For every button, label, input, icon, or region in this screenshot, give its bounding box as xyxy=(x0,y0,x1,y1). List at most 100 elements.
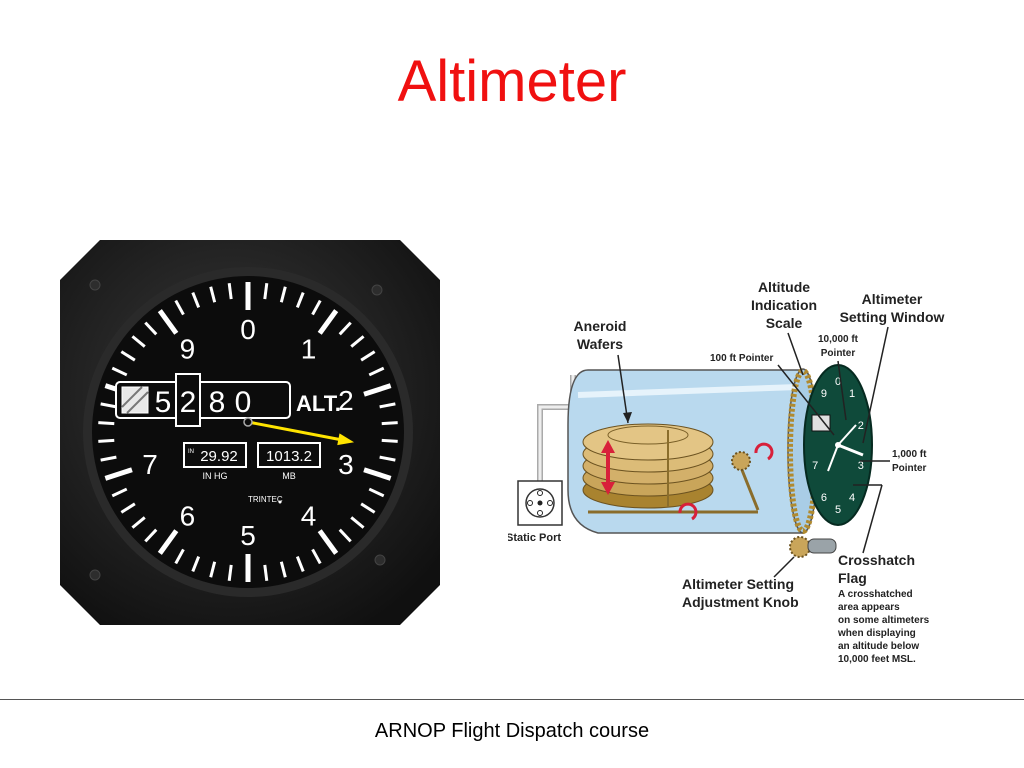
flag-description: when displaying xyxy=(837,628,916,639)
minor-tick xyxy=(379,402,396,409)
major-tick xyxy=(157,529,179,555)
mb-window xyxy=(257,442,321,468)
minor-tick xyxy=(368,487,385,498)
major-tick xyxy=(317,309,339,335)
alt-scale-label: Scale xyxy=(766,315,803,331)
knob-label: Altimeter Setting xyxy=(682,576,794,592)
minor-tick xyxy=(368,366,385,377)
minor-tick xyxy=(144,321,158,336)
inhg-value: 29.92 xyxy=(200,448,238,465)
minor-tick xyxy=(174,299,185,316)
minor-tick xyxy=(295,291,305,308)
ptr10000-label: 10,000 ft xyxy=(818,334,859,345)
mini-dial-number: 1 xyxy=(849,388,855,400)
dial-number: 2 xyxy=(338,385,354,416)
screw xyxy=(89,569,101,581)
minor-tick xyxy=(295,556,305,573)
setting-adjustment-knob xyxy=(789,536,811,558)
crosshatch-flag-label: Flag xyxy=(838,570,867,586)
minor-tick xyxy=(100,402,117,409)
dial-number: 5 xyxy=(240,520,256,551)
minor-tick xyxy=(227,564,233,582)
rotation-arrow xyxy=(754,442,774,461)
aneroid-label: Wafers xyxy=(577,336,623,352)
dial-number: 3 xyxy=(338,449,354,480)
major-tick xyxy=(317,529,339,555)
crosshatch-flag-label: Crosshatch xyxy=(838,552,915,568)
minor-tick xyxy=(191,556,201,573)
mb-value: 1013.2 xyxy=(266,448,312,465)
dial-number: 9 xyxy=(180,334,196,365)
footer-divider xyxy=(0,699,1024,700)
drum-digit: 0 xyxy=(235,386,252,419)
dial-number: 0 xyxy=(240,314,256,345)
mini-dial-number: 4 xyxy=(849,492,855,504)
minor-tick xyxy=(120,502,136,514)
setting-window-label: Setting Window xyxy=(840,309,945,325)
minor-tick xyxy=(111,487,128,498)
aneroid-wafers xyxy=(582,423,714,509)
minor-tick xyxy=(311,299,322,316)
minor-tick xyxy=(100,455,117,462)
inhg-window xyxy=(183,442,247,468)
screw xyxy=(371,284,383,296)
brand-label: TRINTEC xyxy=(248,495,283,504)
inhg-prefix: IN xyxy=(188,449,194,455)
minor-tick xyxy=(381,421,398,426)
minor-tick xyxy=(263,564,269,582)
screw xyxy=(89,279,101,291)
major-tick xyxy=(363,467,392,481)
drum-digit: 2 xyxy=(180,386,197,419)
drum-window-mini xyxy=(811,414,831,432)
crosshatch-flag xyxy=(121,386,149,414)
static-port-label: Static Port xyxy=(508,532,561,544)
ptr1000-label: 1,000 ft xyxy=(892,449,927,460)
minor-tick xyxy=(263,282,269,300)
aneroid-label: Aneroid xyxy=(574,318,627,334)
mini-dial-number: 3 xyxy=(858,460,864,472)
altimeter-gauge: 0123456789 5 2 8 0 ALT. IN 29.92 IN HG 1… xyxy=(60,240,440,625)
flag-description: on some altimeters xyxy=(838,615,930,626)
rotation-arrow xyxy=(678,502,698,521)
ptr10000-label: Pointer xyxy=(821,348,856,359)
knob-label: Adjustment Knob xyxy=(682,594,799,610)
footer-text: ARNOP Flight Dispatch course xyxy=(374,720,650,742)
screw xyxy=(374,554,386,566)
major-tick xyxy=(104,467,133,481)
gauge-face xyxy=(92,276,404,588)
minor-tick xyxy=(144,528,158,543)
minor-tick xyxy=(98,421,115,426)
knob-shaft xyxy=(807,538,837,554)
minor-tick xyxy=(350,516,365,529)
mini-dial-number: 5 xyxy=(835,504,841,516)
alt-scale-label: Indication xyxy=(751,297,817,313)
minor-tick xyxy=(120,350,136,362)
minor-tick xyxy=(111,366,128,377)
major-tick xyxy=(363,383,392,397)
dial-number: 6 xyxy=(180,500,196,531)
dial-number: 1 xyxy=(301,334,317,365)
mini-dial-number: 9 xyxy=(821,388,827,400)
alt-scale-label: Altitude xyxy=(758,279,810,295)
minor-tick xyxy=(279,561,287,578)
minor-tick xyxy=(174,548,185,565)
flag-description: 10,000 feet MSL. xyxy=(838,654,916,665)
gear xyxy=(731,451,751,471)
ptr1000-label: Pointer xyxy=(892,463,927,474)
minor-tick xyxy=(227,282,233,300)
mini-dial-number: 0 xyxy=(835,376,841,388)
dial-numbers: 0123456789 xyxy=(142,314,353,551)
drum-digit: 5 xyxy=(155,386,172,419)
dial-number: 7 xyxy=(142,449,158,480)
minor-tick xyxy=(191,291,201,308)
pointer-100ft xyxy=(837,443,864,457)
inhg-unit: IN HG xyxy=(202,471,227,481)
setting-window-label: Altimeter xyxy=(862,291,923,307)
ptr100-label: 100 ft Pointer xyxy=(710,353,773,364)
minor-tick xyxy=(360,350,376,362)
minor-tick xyxy=(338,528,352,543)
minor-tick xyxy=(350,335,365,348)
mini-dial-number: 6 xyxy=(821,492,827,504)
drum-highlight xyxy=(175,373,201,427)
flag-description: an altitude below xyxy=(838,641,919,652)
